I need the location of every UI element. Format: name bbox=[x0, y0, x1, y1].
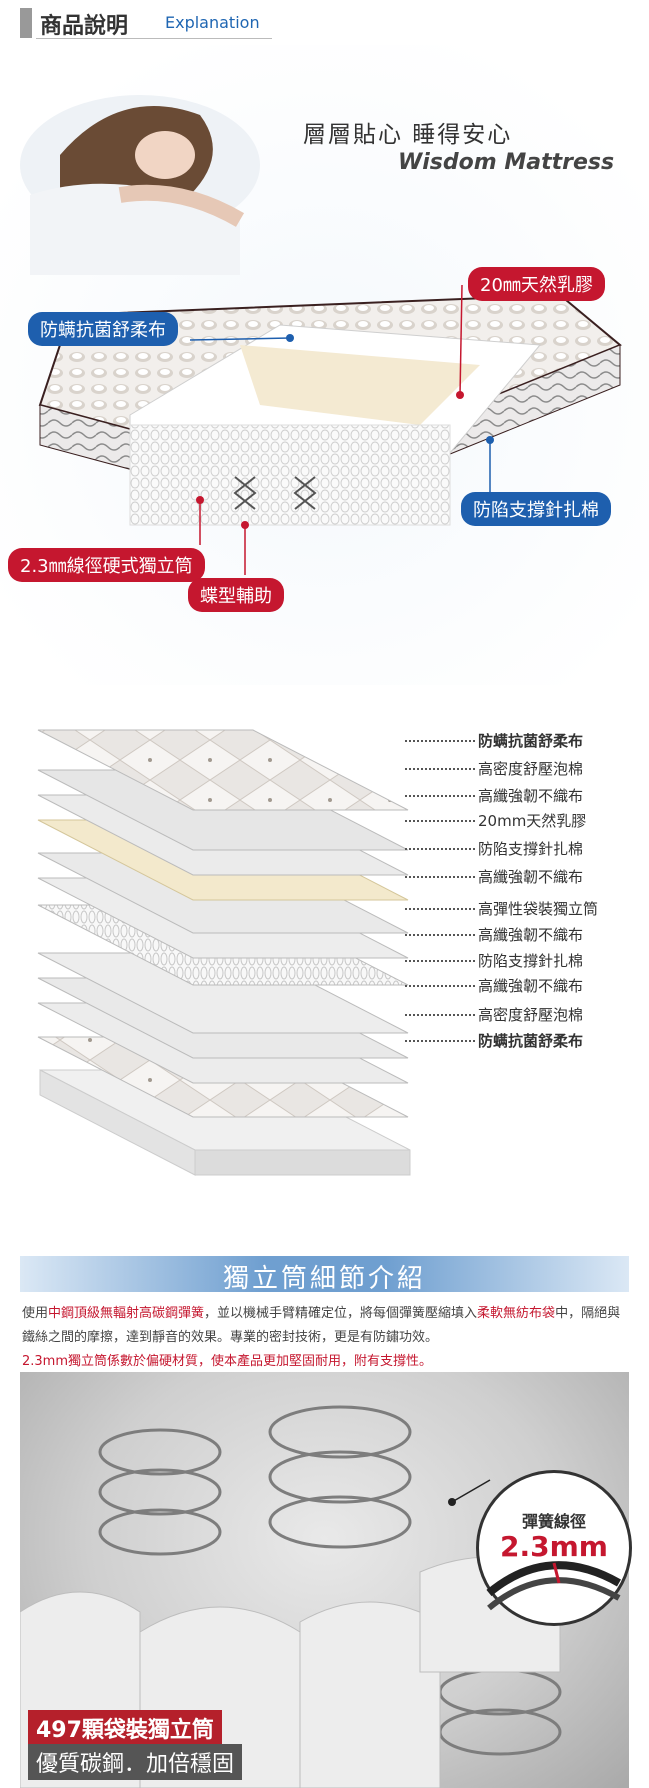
woman-sleeping-image bbox=[20, 95, 260, 275]
layer-label: 高纖強韌不織布 bbox=[478, 926, 584, 944]
desc-highlight: 2.3mm獨立筒係數於偏硬材質，使本產品更加堅固耐用，附有支撐性。 bbox=[22, 1354, 433, 1369]
layer-label: 防螨抗菌舒柔布 bbox=[478, 732, 584, 750]
layer-label: 高纖強韌不織布 bbox=[478, 868, 584, 886]
coil-count-caption: 497顆袋裝獨立筒 bbox=[28, 1710, 222, 1746]
callout-butterfly: 蝶型輔助 bbox=[188, 578, 284, 612]
layer-label: 防陷支撐針扎棉 bbox=[478, 952, 584, 970]
section-subtitle: Explanation bbox=[165, 13, 260, 32]
layer-label: 高密度舒壓泡棉 bbox=[478, 760, 584, 778]
desc-text: 中，隔絕與鐵絲之間的摩擦，達到靜音的效果。專業的密封技術，更是有防鏽功效。 bbox=[22, 1306, 621, 1345]
section-title: 商品說明 bbox=[40, 14, 129, 39]
hero-slogan: 層層貼心 睡得安心 bbox=[303, 122, 513, 148]
layer-leader-line bbox=[405, 740, 475, 742]
layer-leader-line bbox=[405, 848, 475, 850]
layer-leader-line bbox=[405, 1014, 475, 1016]
layer-leader-line bbox=[405, 876, 475, 878]
layer-label: 防陷支撐針扎棉 bbox=[478, 840, 584, 858]
detail-title: 獨立筒細節介紹 bbox=[222, 1264, 426, 1294]
layer-leader-line bbox=[405, 768, 475, 770]
layers-diagram bbox=[37, 729, 411, 1176]
header-divider bbox=[36, 38, 272, 39]
hero-brand: Wisdom Mattress bbox=[398, 150, 615, 175]
callout-coil: 2.3㎜線徑硬式獨立筒 bbox=[8, 548, 205, 582]
layer-stack bbox=[37, 729, 411, 1176]
callout-fabric: 防螨抗菌舒柔布 bbox=[28, 312, 178, 346]
layer-label: 高纖強韌不織布 bbox=[478, 787, 584, 805]
steel-quality-caption: 優質碳鋼．加倍穩固 bbox=[28, 1744, 243, 1780]
layer-leader-line bbox=[405, 795, 475, 797]
detail-banner bbox=[20, 1256, 629, 1292]
desc-text: 使用 bbox=[22, 1306, 49, 1321]
desc-highlight: 柔軟無紡布袋 bbox=[477, 1306, 556, 1321]
layer-leader-line bbox=[405, 820, 475, 822]
layer-label: 防螨抗菌舒柔布 bbox=[478, 1032, 584, 1050]
desc-text: ，並以機械手臂精確定位，將每個彈簧壓縮填入 bbox=[204, 1306, 478, 1321]
desc-highlight: 中鋼頂級無輻射高碳鋼彈簧 bbox=[48, 1306, 205, 1321]
layer-label: 20mm天然乳膠 bbox=[478, 812, 587, 830]
layer-leader-line bbox=[405, 934, 475, 936]
layer-leader-line bbox=[405, 1040, 475, 1042]
mattress-hero-illustration bbox=[0, 45, 649, 685]
layer-leader-line bbox=[405, 985, 475, 987]
callout-latex: 20㎜天然乳膠 bbox=[468, 267, 605, 301]
wire-gauge-label: 彈簧線徑 bbox=[521, 1512, 586, 1531]
wire-gauge-icon bbox=[486, 1561, 621, 1611]
layer-label: 高彈性袋裝獨立筒 bbox=[478, 900, 599, 918]
layer-label: 高密度舒壓泡棉 bbox=[478, 1006, 584, 1024]
header-accent-bar bbox=[20, 8, 32, 38]
layer-leader-line bbox=[405, 960, 475, 962]
layer-label: 高纖強韌不織布 bbox=[478, 977, 584, 995]
layer-leader-line bbox=[405, 908, 475, 910]
wire-gauge-value: 2.3mm bbox=[500, 1530, 608, 1563]
callout-support: 防陷支撐針扎棉 bbox=[461, 492, 611, 526]
wire-gauge-zoom bbox=[476, 1470, 632, 1626]
detail-description: 使用中鋼頂級無輻射高碳鋼彈簧，並以機械手臂精確定位，將每個彈簧壓縮填入柔軟無紡布… bbox=[22, 1302, 629, 1374]
